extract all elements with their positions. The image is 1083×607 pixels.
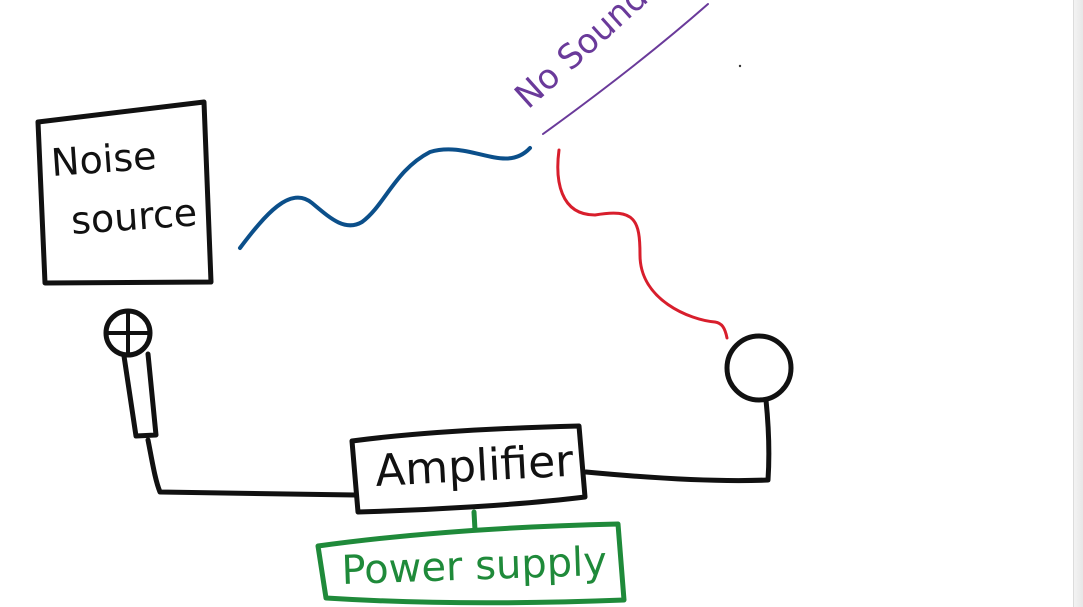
wire-amplifier-to-speaker [583,397,772,484]
window-edge [1073,0,1083,607]
amplifier-label: Amplifier [374,436,576,497]
power-supply-label: Power supply [341,539,608,594]
microphone [103,308,159,439]
speaker [724,333,794,403]
noise-source-label-line1: Noise [50,134,158,185]
microphone-grille [106,310,152,356]
noise-source-label-line2: source [70,190,199,243]
amplifier-box [349,423,588,515]
wire-mic-to-amplifier [145,437,358,498]
no-sound-label: No Sound [507,0,656,117]
power-supply-box [315,521,627,606]
sound-wave-blue [238,146,532,250]
stray-dot [738,64,742,68]
noise-source-box [35,99,214,286]
barrier-line [542,3,709,135]
sound-wave-red [556,148,729,340]
power-wire [471,509,478,533]
microphone-handle [121,351,159,439]
